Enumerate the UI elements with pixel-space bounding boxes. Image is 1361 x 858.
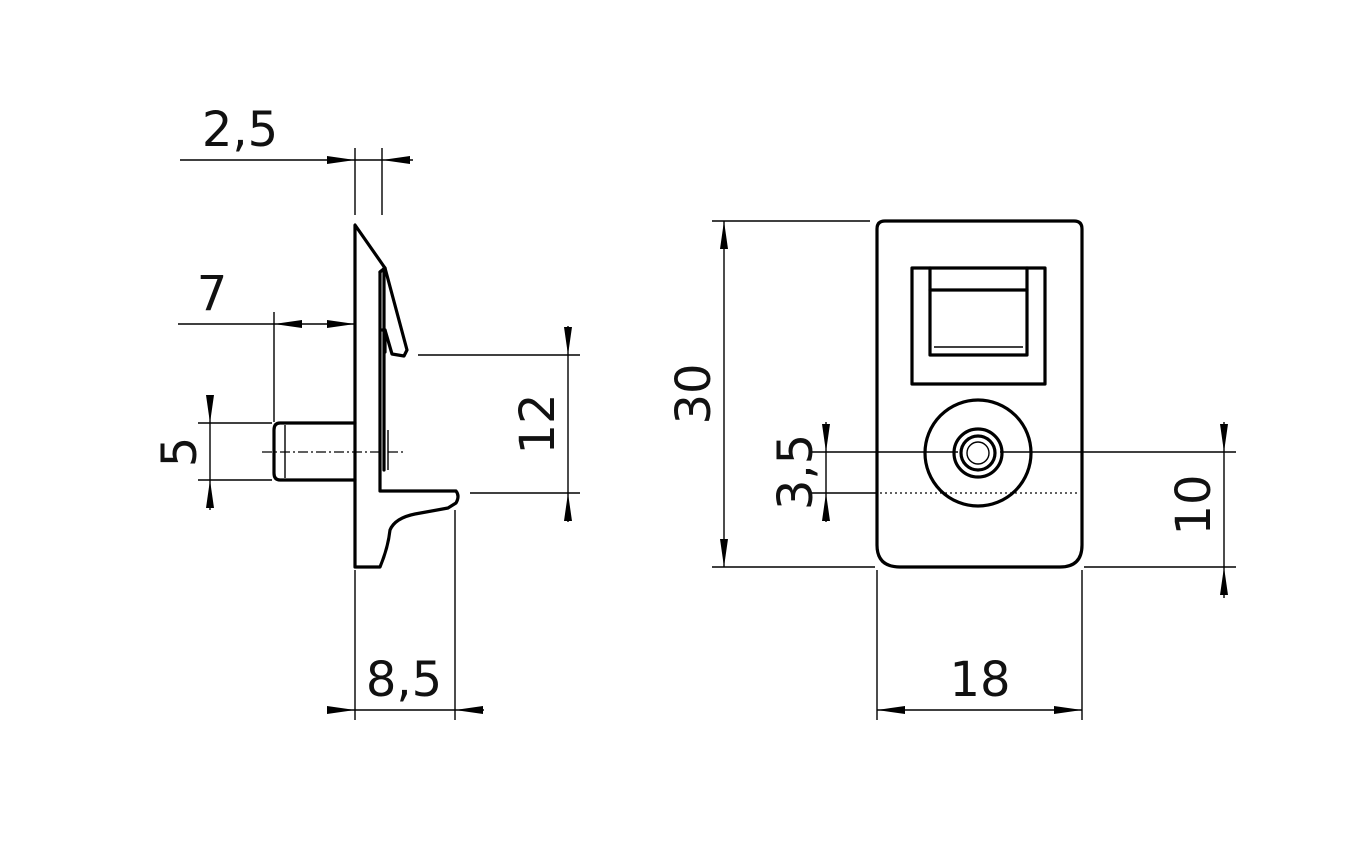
dim-pin-diameter-label: 5 (152, 437, 208, 468)
side-view-pin (272, 421, 357, 482)
dim-overall-depth-label: 8,5 (366, 652, 442, 708)
dim-height-label: 30 (666, 363, 722, 424)
dim-width-label: 18 (949, 652, 1010, 708)
front-view-hole-inner (959, 434, 997, 472)
dim-hole-offset-label: 3,5 (768, 434, 824, 510)
dim-hole-height-label: 10 (1166, 474, 1222, 535)
front-view-plate-outline (875, 219, 1084, 569)
front-view-window-outer (910, 266, 1047, 386)
front-view-window-inner (928, 266, 1029, 357)
side-view: 2,5 7 5 12 8,5 (152, 102, 580, 720)
dim-thickness-label: 2,5 (202, 102, 278, 158)
front-view-hole-core (966, 441, 990, 465)
front-view: 30 3,5 10 18 (666, 219, 1236, 720)
front-view-boss (923, 398, 1033, 508)
dim-pin-length-label: 7 (197, 266, 228, 322)
side-view-body-outline (353, 223, 460, 569)
front-view-hole-outer (952, 427, 1004, 479)
dim-hook-height-label: 12 (510, 393, 566, 454)
